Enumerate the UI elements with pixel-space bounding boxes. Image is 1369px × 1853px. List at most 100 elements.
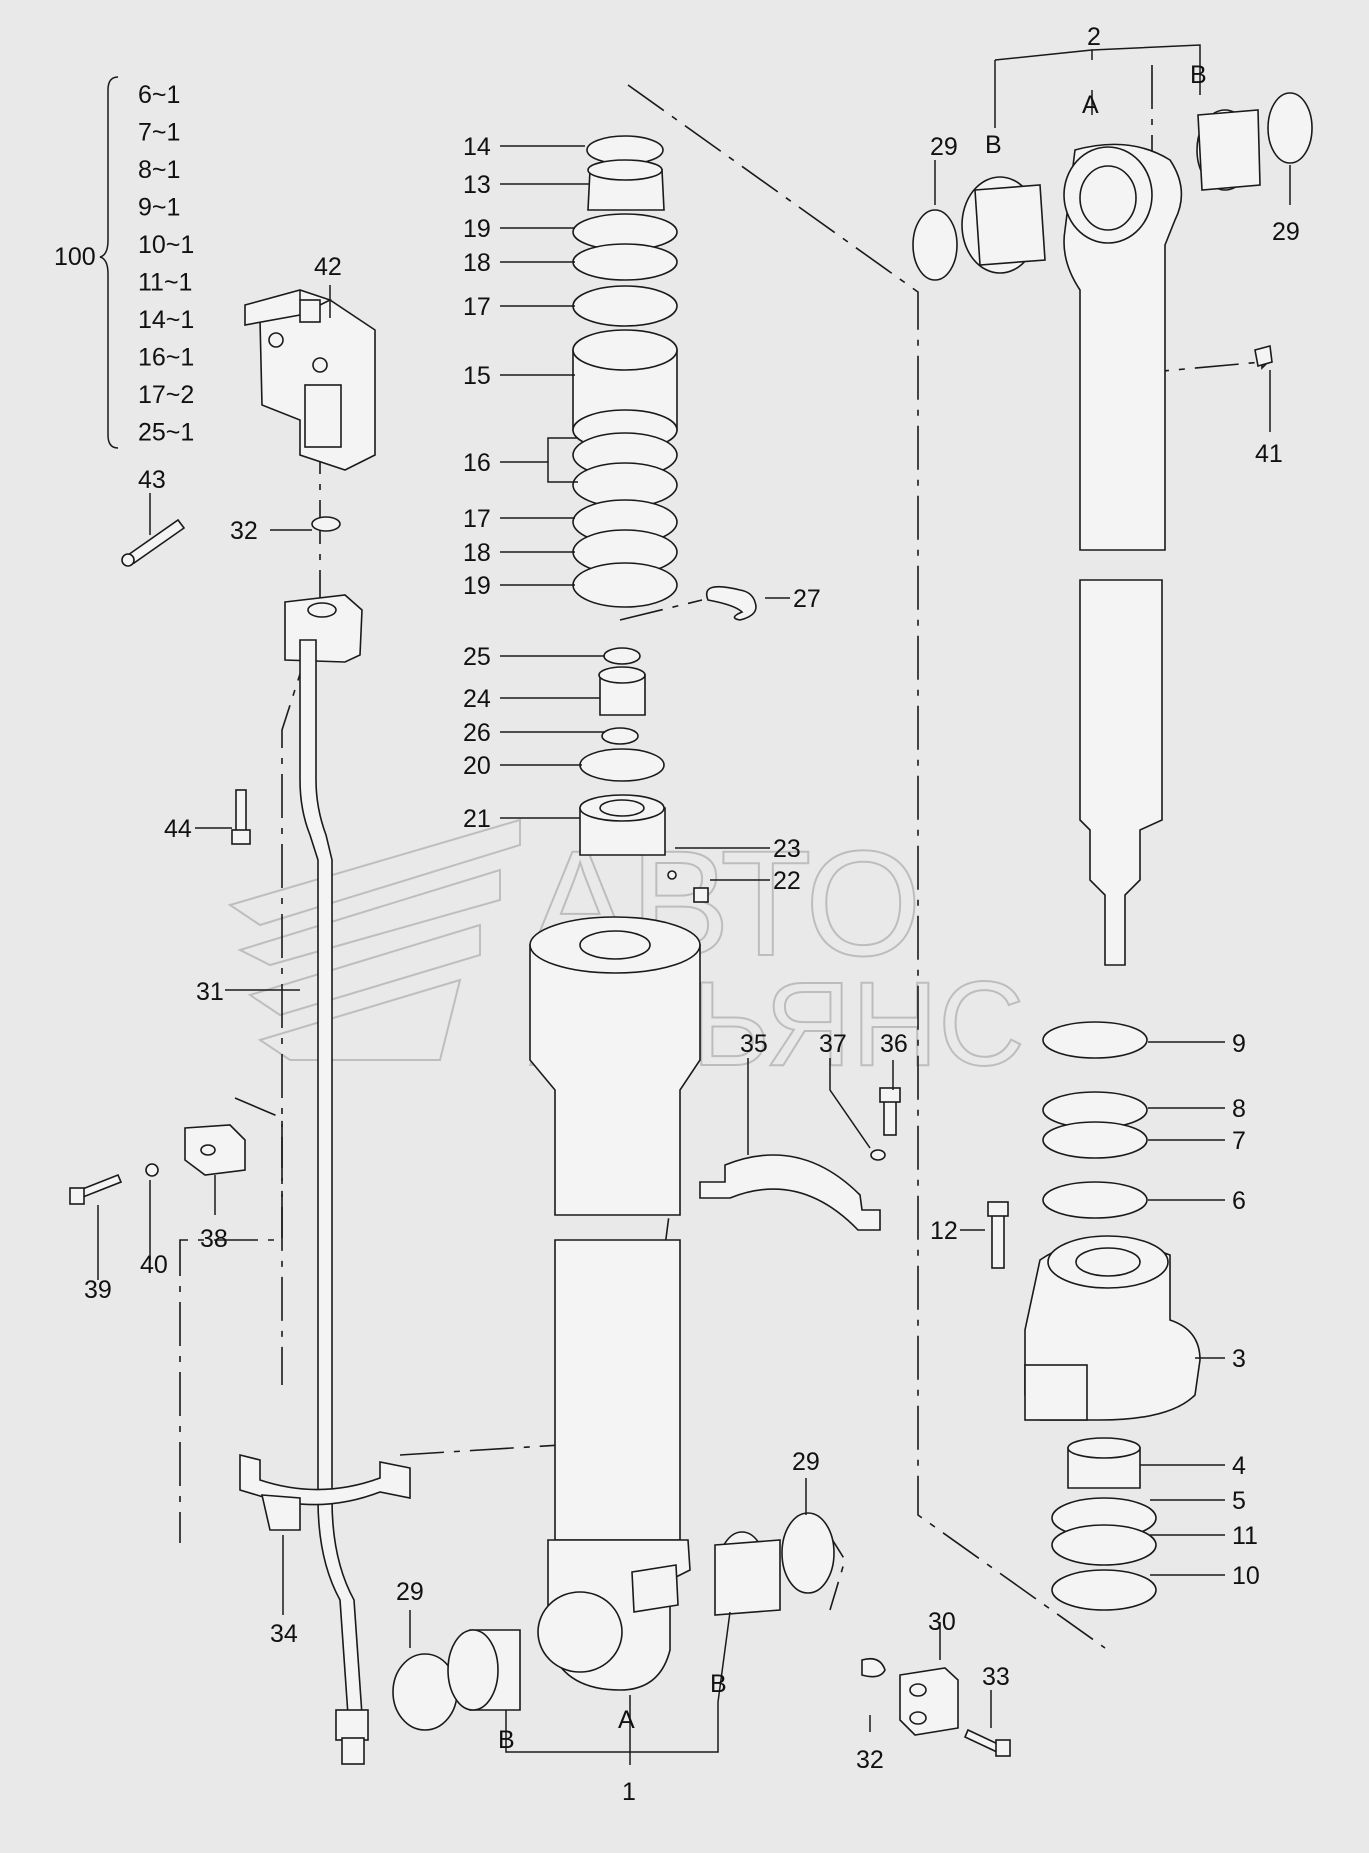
callout-10: 10 [1232,1562,1260,1590]
kit-item: 16~1 [138,344,194,372]
callout-30: 30 [928,1608,956,1636]
callout-6: 6 [1232,1187,1246,1215]
callout-32-upper: 32 [230,517,258,545]
callout-17-lower: 17 [463,505,491,533]
callout-21: 21 [463,805,491,833]
washer-40 [145,1163,159,1177]
callout-23: 23 [773,835,801,863]
oring-32-upper [311,516,341,532]
kit-item: 11~1 [138,269,192,297]
callout-B-top-right: B [1190,61,1207,89]
leader-lines [97,44,1291,1765]
washer-37 [870,1149,886,1161]
grease-nipple-41 [1254,344,1273,368]
callout-B-top-left: B [985,131,1002,159]
bolt-44 [231,789,251,845]
callout-17-upper: 17 [463,293,491,321]
kit-item: 10~1 [138,231,194,259]
callout-29-bottom-right: 29 [792,1448,820,1476]
callout-B-bottom-left: B [498,1726,515,1754]
flange-30 [899,1667,959,1736]
bolt-12 [987,1201,1009,1269]
kit-item: 8~1 [138,156,180,184]
callout-36: 36 [880,1030,908,1058]
clamp-38 [184,1124,246,1176]
callout-2: 2 [1087,23,1101,51]
callout-44: 44 [164,815,192,843]
callout-29-top-right: 29 [1272,218,1300,246]
callout-1: 1 [622,1778,636,1806]
kit-item: 14~1 [138,306,194,334]
bushings-bottom [392,1512,835,1731]
kit-list: 100 6~1 7~1 8~1 9~1 10~1 11~1 14~1 16~1 17~2 25~1 [54,76,194,449]
piston-21 [579,794,709,903]
rod-seals [1042,1021,1148,1219]
seal-stack [572,135,757,782]
bolt-39 [69,1173,123,1205]
callout-A-top: A [1082,91,1099,119]
callout-4: 4 [1232,1452,1246,1480]
kit-brace [99,76,119,449]
callout-15: 15 [463,362,491,390]
callout-29-bottom-left: 29 [396,1578,424,1606]
cylinder-tube [529,916,701,1691]
callout-12: 12 [930,1217,958,1245]
callout-37: 37 [819,1030,847,1058]
callout-43: 43 [138,466,166,494]
head-seals [1051,1437,1157,1611]
watermark-logo-icon [227,818,521,1061]
callout-33: 33 [982,1663,1010,1691]
callout-14: 14 [463,133,491,161]
callout-7: 7 [1232,1127,1246,1155]
callout-40: 40 [140,1251,168,1279]
bolt-33 [963,1728,1011,1757]
flange-block [284,594,363,663]
callout-A-bottom: A [618,1706,635,1734]
rod-assembly [912,92,1313,966]
callout-19-lower: 19 [463,572,491,600]
callout-16: 16 [463,449,491,477]
callout-38: 38 [200,1225,228,1253]
clamp-35 [699,1154,881,1231]
callout-5: 5 [1232,1487,1246,1515]
callout-42: 42 [314,253,342,281]
callout-3: 3 [1232,1345,1246,1373]
bolt-43 [121,518,186,567]
kit-item: 9~1 [138,194,180,222]
callout-27: 27 [793,585,821,613]
oring-32-lower [861,1657,886,1678]
kit-item: 25~1 [138,419,194,447]
kit-item: 7~1 [138,119,180,147]
callout-20: 20 [463,752,491,780]
callout-18-upper: 18 [463,249,491,277]
kit-item: 6~1 [138,81,180,109]
callout-22: 22 [773,867,801,895]
callout-13: 13 [463,171,491,199]
callout-26: 26 [463,719,491,747]
clamp-34 [239,1453,411,1531]
callout-39: 39 [84,1276,112,1304]
callout-32-lower: 32 [856,1746,884,1774]
callout-11: 11 [1232,1522,1258,1550]
callout-25: 25 [463,643,491,671]
kit-number: 100 [54,243,96,271]
callout-29-top-left: 29 [930,133,958,161]
callout-41: 41 [1255,440,1283,468]
callout-34: 34 [270,1620,298,1648]
callout-19-upper: 19 [463,215,491,243]
head-3 [1024,1235,1201,1421]
valve-assembly [244,289,376,471]
pipe-31 [299,639,369,1765]
callout-35: 35 [740,1030,768,1058]
callout-9: 9 [1232,1030,1246,1058]
kit-item: 17~2 [138,381,194,409]
callout-8: 8 [1232,1095,1246,1123]
callout-24: 24 [463,685,491,713]
callout-18-lower: 18 [463,539,491,567]
bolt-36 [879,1087,901,1136]
callout-B-bottom-right: B [710,1670,727,1698]
callout-labels: 14 13 19 18 17 15 16 17 18 19 27 25 24 2… [84,23,1300,1806]
callout-31: 31 [196,978,224,1006]
